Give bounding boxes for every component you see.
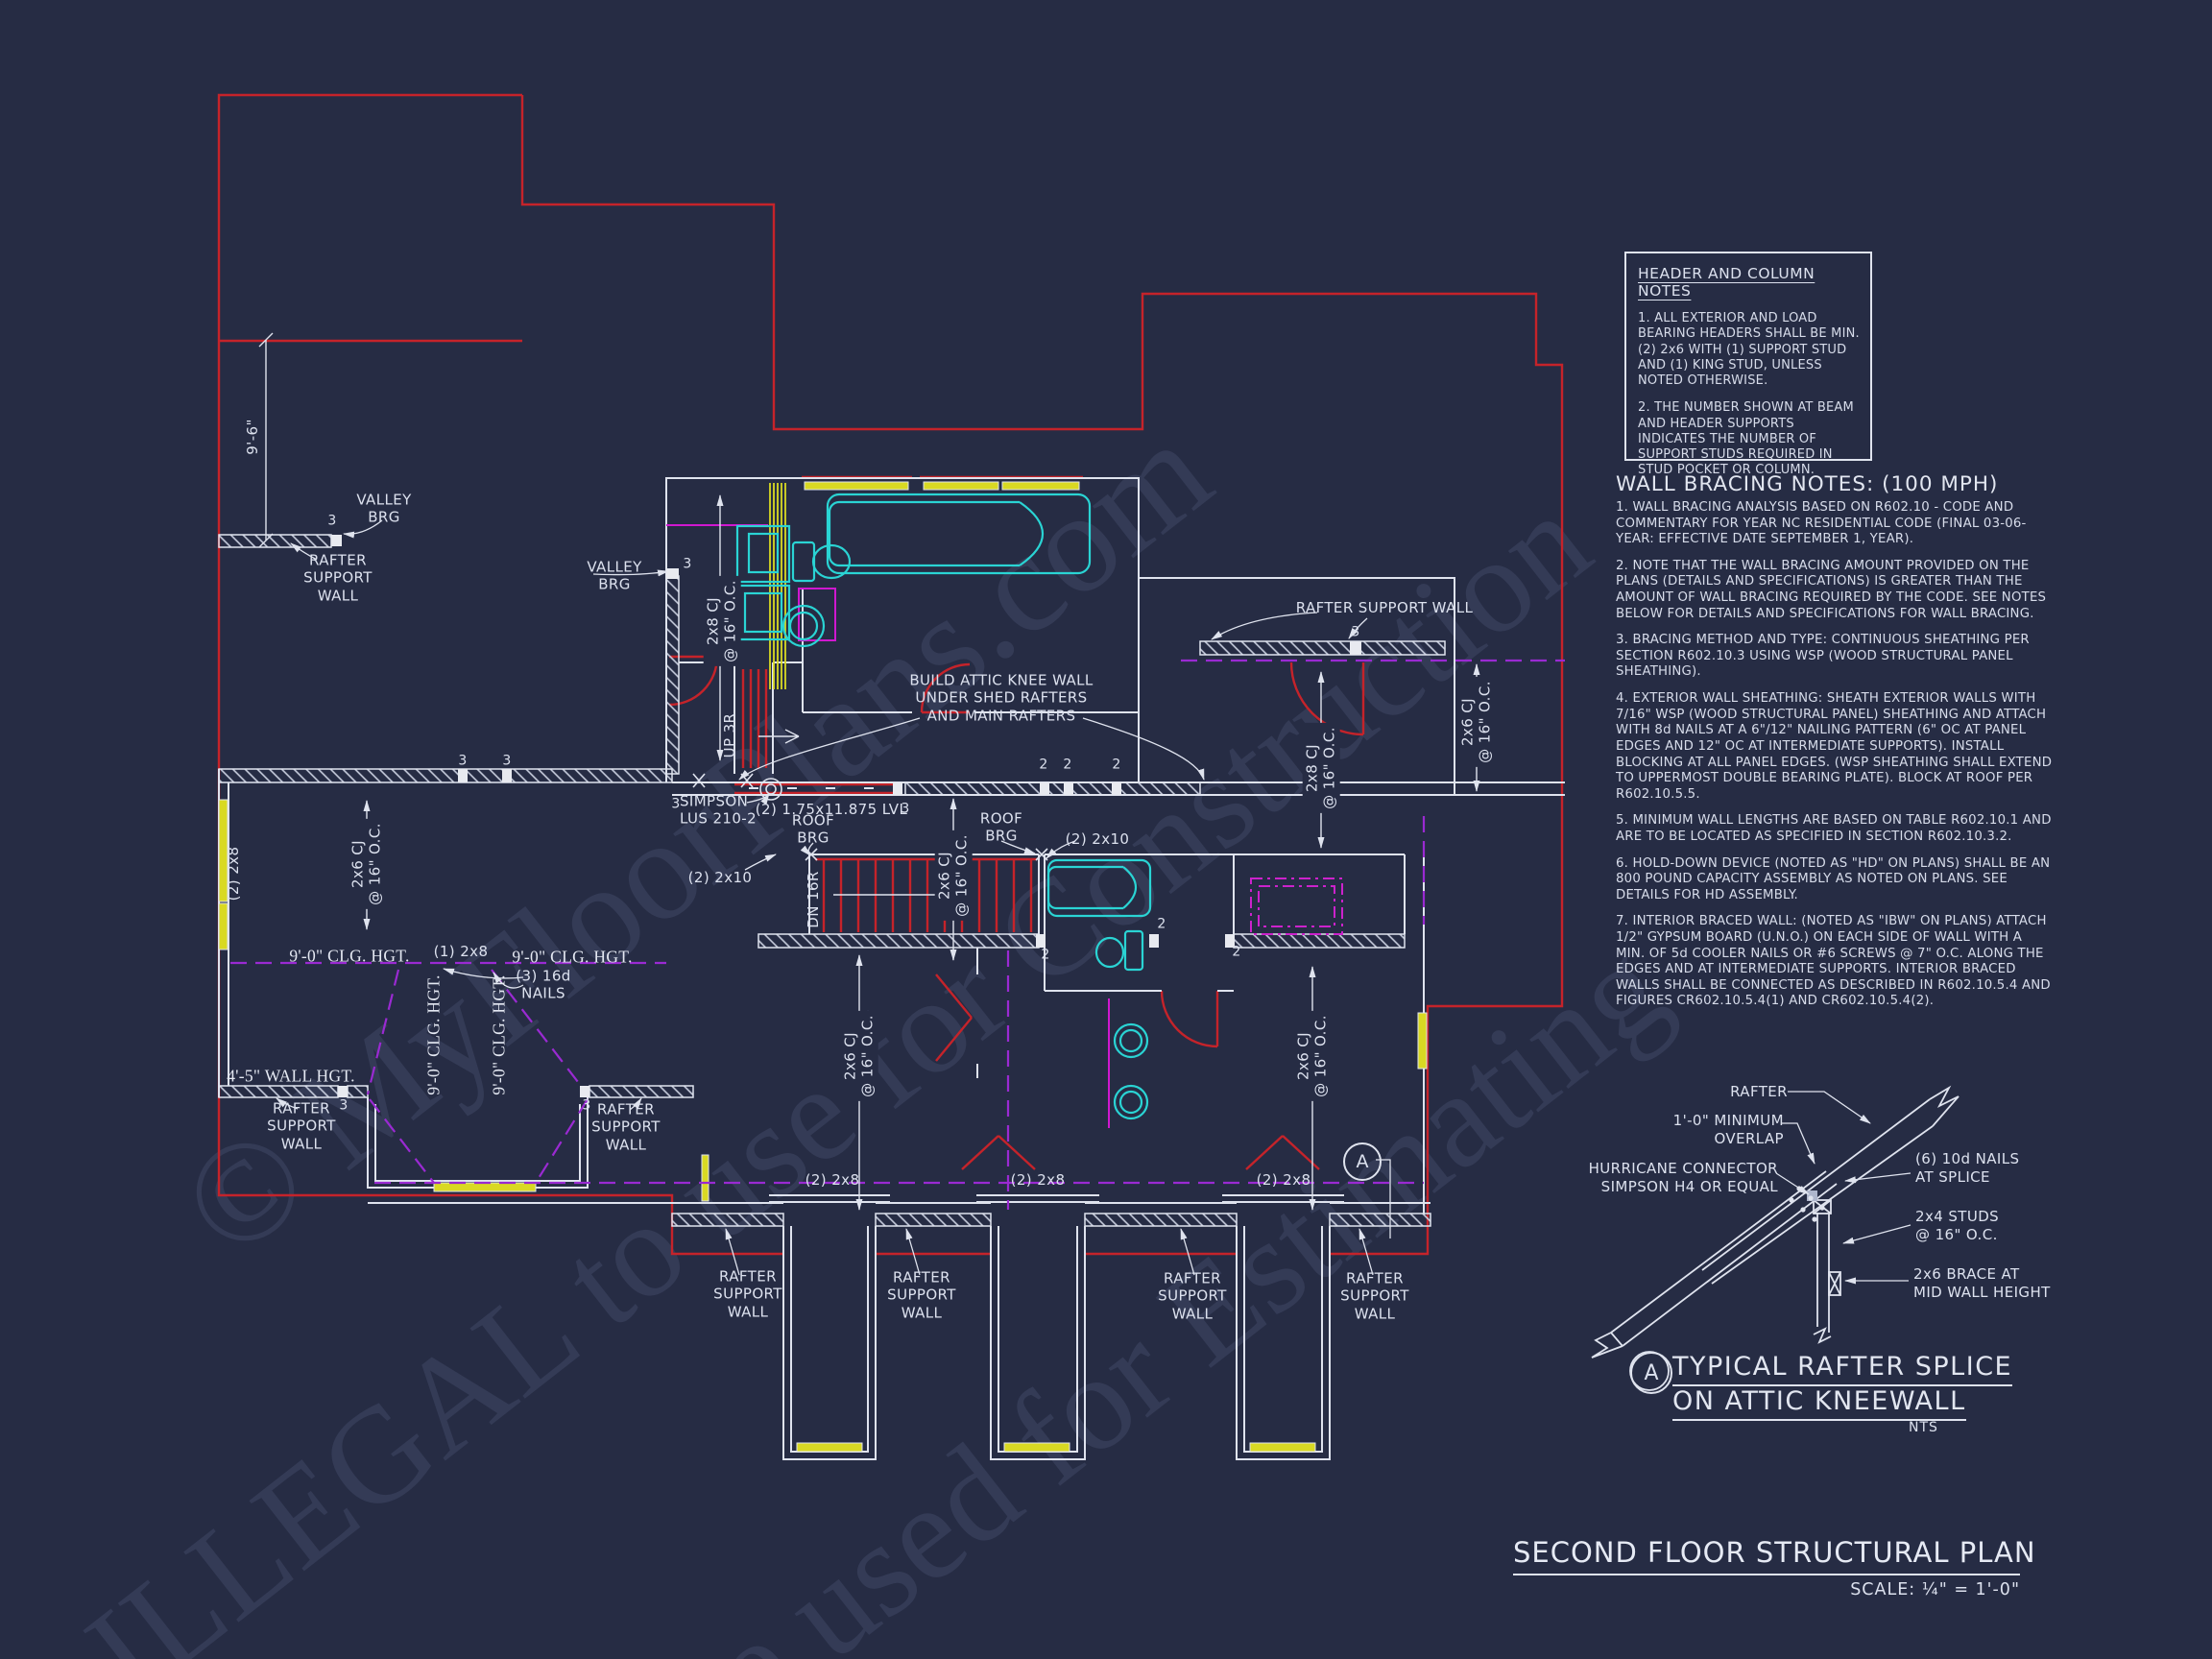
detail-label-brace: 2x6 BRACE AT MID WALL HEIGHT bbox=[1913, 1265, 2051, 1301]
detail-label-studs: 2x4 STUDS @ 16" O.C. bbox=[1915, 1208, 2000, 1243]
label-build-attic-note: BUILD ATTIC KNEE WALL UNDER SHED RAFTERS… bbox=[909, 671, 1094, 725]
label-rafter-support-wall-br: RAFTER SUPPORT WALL bbox=[591, 1100, 661, 1154]
header-notes-item-1: 1. ALL EXTERIOR AND LOAD BEARING HEADERS… bbox=[1638, 311, 1860, 388]
label-rafter-support-wall-top-right: RAFTER SUPPORT WALL bbox=[1295, 598, 1474, 616]
label-cj-2x6-bottom-left: 2x6 CJ @ 16" O.C. bbox=[840, 1011, 878, 1101]
label-clg-hgt-2: 9'-0" CLG. HGT. bbox=[512, 947, 633, 967]
wall-bracing-notes: WALL BRACING NOTES: (100 MPH) 1. WALL BR… bbox=[1616, 472, 2053, 1021]
detail-label-overlap: 1'-0" MINIMUM OVERLAP bbox=[1672, 1112, 1784, 1147]
label-rafter-support-wall-b2: RAFTER SUPPORT WALL bbox=[887, 1268, 956, 1322]
label-2x10-1: (2) 2x10 bbox=[687, 868, 753, 886]
wall-bracing-item-6: 6. HOLD-DOWN DEVICE (NOTED AS "HD" ON PL… bbox=[1616, 855, 2051, 902]
label-rafter-support-wall-bl: RAFTER SUPPORT WALL bbox=[267, 1099, 336, 1153]
label-2x8-left-wall: (2) 2x8 bbox=[224, 846, 242, 902]
label-valley-brg-1: VALLEY BRG bbox=[356, 491, 412, 526]
label-simpson-hanger: SIMPSON LUS 210-2 bbox=[679, 792, 757, 828]
label-cj-2x8-right: 2x8 CJ @ 16" O.C. bbox=[1302, 723, 1340, 813]
label-2x8-dormer-1: (2) 2x8 bbox=[805, 1170, 860, 1189]
wall-bracing-item-2: 2. NOTE THAT THE WALL BRACING AMOUNT PRO… bbox=[1616, 558, 2047, 621]
roof-outline bbox=[217, 93, 1564, 1256]
marker-3-h: 3 bbox=[582, 1097, 591, 1114]
marker-3-g: 3 bbox=[339, 1097, 349, 1114]
label-16d-nails: (3) 16d NAILS bbox=[516, 967, 571, 1002]
marker-2-a: 2 bbox=[1039, 757, 1048, 773]
marker-3-d: 3 bbox=[458, 753, 468, 769]
label-cj-2x6-left: 2x6 CJ @ 16" O.C. bbox=[348, 819, 386, 909]
dim-9-6: 9'-6" bbox=[243, 419, 261, 455]
detail-callout-a-letter: A bbox=[1644, 1360, 1659, 1385]
header-notes-title: HEADER AND COLUMN NOTES bbox=[1638, 265, 1815, 300]
marker-3-f: 3 bbox=[1351, 624, 1360, 640]
label-clg-hgt-3: 9'-0" CLG. HGT. bbox=[423, 974, 444, 1095]
detail-title-line-2: ON ATTIC KNEEWALL bbox=[1672, 1386, 1966, 1421]
plumbing-fixtures bbox=[735, 493, 1152, 1120]
wall-bracing-item-4: 4. EXTERIOR WALL SHEATHING: SHEATH EXTER… bbox=[1616, 691, 2053, 802]
detail-label-hurricane: HURRICANE CONNECTOR SIMPSON H4 OR EQUAL bbox=[1588, 1160, 1778, 1195]
label-2x8-dormer-3: (2) 2x8 bbox=[1256, 1170, 1311, 1189]
marker-2-b: 2 bbox=[1063, 757, 1072, 773]
stud-markers bbox=[331, 535, 1361, 1097]
marker-3-c: 3 bbox=[671, 796, 681, 812]
wall-bracing-item-3: 3. BRACING METHOD AND TYPE: CONTINUOUS S… bbox=[1616, 633, 2030, 680]
label-lvl-beam: (2) 1.75x11.875 LVL bbox=[755, 800, 908, 818]
label-wall-hgt: 4'-5" WALL HGT. bbox=[227, 1066, 355, 1086]
ceiling-break-lines bbox=[230, 659, 1565, 1210]
section-callout-a: A bbox=[1343, 1142, 1382, 1181]
label-clg-hgt-1: 9'-0" CLG. HGT. bbox=[289, 946, 410, 966]
label-2x8-dormer-2: (2) 2x8 bbox=[1010, 1170, 1066, 1189]
label-roof-brg-1: ROOF BRG bbox=[791, 811, 835, 847]
label-2x10-2: (2) 2x10 bbox=[1065, 830, 1130, 848]
label-up-3r: UP 3R bbox=[720, 712, 738, 758]
label-roof-brg-2: ROOF BRG bbox=[979, 809, 1023, 845]
sheet-scale: SCALE: ¼" = 1'-0" bbox=[1850, 1580, 2020, 1599]
label-rafter-support-wall-b3: RAFTER SUPPORT WALL bbox=[1158, 1269, 1227, 1323]
label-cj-2x6-stair: 2x6 CJ @ 16" O.C. bbox=[934, 830, 973, 921]
label-rafter-support-wall-1: RAFTER SUPPORT WALL bbox=[303, 551, 373, 605]
wall-bracing-title: WALL BRACING NOTES: (100 MPH) bbox=[1616, 472, 1999, 496]
marker-2-c: 2 bbox=[1112, 757, 1121, 773]
label-1-2x8: (1) 2x8 bbox=[433, 942, 489, 960]
label-dn-16r: DN 16R bbox=[804, 871, 822, 928]
wall-bracing-item-7: 7. INTERIOR BRACED WALL: (NOTED AS "IBW"… bbox=[1616, 914, 2051, 1009]
label-cj-2x8-1: 2x8 CJ @ 16" O.C. bbox=[703, 576, 741, 666]
wall-bracing-item-1: 1. WALL BRACING ANALYSIS BASED ON R602.1… bbox=[1616, 500, 2027, 547]
section-callout-a-letter: A bbox=[1356, 1151, 1369, 1172]
detail-label-rafter: RAFTER bbox=[1730, 1083, 1788, 1100]
header-column-notes: HEADER AND COLUMN NOTES 1. ALL EXTERIOR … bbox=[1624, 252, 1872, 477]
wall-bracing-item-5: 5. MINIMUM WALL LENGTHS ARE BASED ON TAB… bbox=[1616, 813, 2052, 844]
marker-2-e: 2 bbox=[1232, 944, 1241, 960]
header-notes-item-2: 2. THE NUMBER SHOWN AT BEAM AND HEADER S… bbox=[1638, 400, 1854, 478]
label-rafter-support-wall-b1: RAFTER SUPPORT WALL bbox=[713, 1267, 782, 1321]
label-cj-2x6-far-right: 2x6 CJ @ 16" O.C. bbox=[1457, 677, 1496, 767]
marker-3-lvl: 3 bbox=[901, 801, 910, 817]
marker-3-a: 3 bbox=[327, 513, 337, 529]
x-symbols bbox=[692, 773, 1048, 861]
marker-2-d: 2 bbox=[1157, 916, 1166, 932]
closet-dashed-box bbox=[1250, 878, 1343, 935]
sheet-title: SECOND FLOOR STRUCTURAL PLAN bbox=[1513, 1536, 2035, 1575]
label-valley-brg-2: VALLEY BRG bbox=[587, 558, 642, 593]
detail-label-nails: (6) 10d NAILS AT SPLICE bbox=[1915, 1150, 2020, 1186]
detail-title-line-1: TYPICAL RAFTER SPLICE bbox=[1672, 1352, 2013, 1386]
detail-scale-nts: NTS bbox=[1909, 1420, 1938, 1435]
label-cj-2x6-bottom-right: 2x6 CJ @ 16" O.C. bbox=[1293, 1011, 1332, 1101]
detail-callout-a: A bbox=[1630, 1352, 1672, 1394]
marker-3-e: 3 bbox=[502, 753, 512, 769]
label-clg-hgt-4: 9'-0" CLG. HGT. bbox=[489, 974, 509, 1095]
bearing-walls bbox=[218, 534, 1446, 1227]
marker-3-b: 3 bbox=[683, 556, 692, 572]
label-rafter-support-wall-b4: RAFTER SUPPORT WALL bbox=[1340, 1269, 1409, 1323]
leader-lines bbox=[276, 519, 1391, 1276]
marker-2-f: 2 bbox=[1041, 947, 1050, 963]
